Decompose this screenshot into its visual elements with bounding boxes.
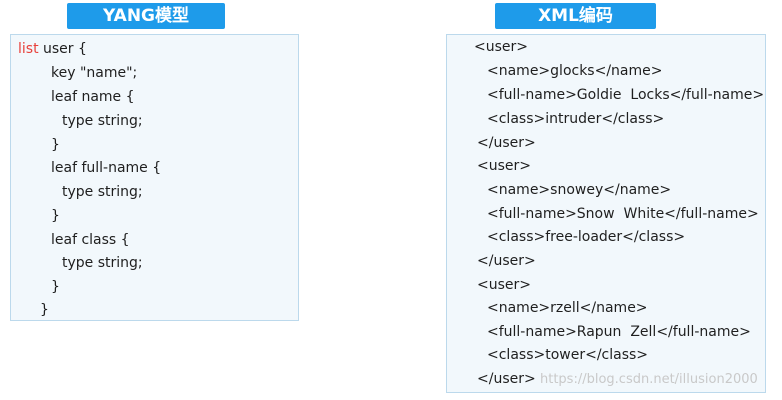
- yang-line: }: [51, 279, 60, 295]
- yang-model-title: YANG模型: [67, 3, 225, 29]
- xml-line: <class>tower</class>: [487, 347, 649, 363]
- xml-line: <full-name>Rapun Zell</full-name>: [487, 324, 751, 340]
- xml-line: <name>glocks</name>: [487, 63, 663, 79]
- yang-line: type string;: [62, 255, 143, 271]
- xml-line: </user>: [477, 371, 536, 387]
- watermark-text: https://blog.csdn.net/illusion2000: [540, 372, 758, 387]
- xml-line: <user>: [477, 277, 531, 293]
- xml-line: <user>: [474, 39, 528, 55]
- yang-line: leaf full-name {: [51, 160, 162, 176]
- yang-line: key "name";: [51, 65, 138, 81]
- yang-keyword-list: list: [18, 41, 39, 57]
- xml-line: <user>: [477, 158, 531, 174]
- yang-line: leaf name {: [51, 89, 135, 105]
- yang-code-panel: list user { key "name"; leaf name { type…: [10, 34, 299, 321]
- xml-line: <class>intruder</class>: [487, 111, 665, 127]
- yang-line: }: [51, 208, 60, 224]
- xml-line: <name>snowey</name>: [487, 182, 672, 198]
- xml-line: <full-name>Snow White</full-name>: [487, 206, 759, 222]
- yang-line: type string;: [62, 184, 143, 200]
- xml-line: <class>free-loader</class>: [487, 229, 686, 245]
- yang-line: }: [51, 137, 60, 153]
- xml-line: <name>rzell</name>: [487, 300, 648, 316]
- yang-line-list: list user {: [18, 40, 87, 58]
- xml-code-panel: <user> <name>glocks</name> <full-name>Go…: [446, 34, 766, 393]
- yang-line: leaf class {: [51, 232, 130, 248]
- xml-line: <full-name>Goldie Locks</full-name>: [487, 87, 765, 103]
- xml-line: </user>: [477, 135, 536, 151]
- yang-line: type string;: [62, 113, 143, 129]
- yang-line: }: [40, 302, 49, 318]
- xml-line: </user>: [477, 253, 536, 269]
- xml-encoding-title: XML编码: [495, 3, 656, 29]
- yang-line-list-rest: user {: [38, 41, 87, 57]
